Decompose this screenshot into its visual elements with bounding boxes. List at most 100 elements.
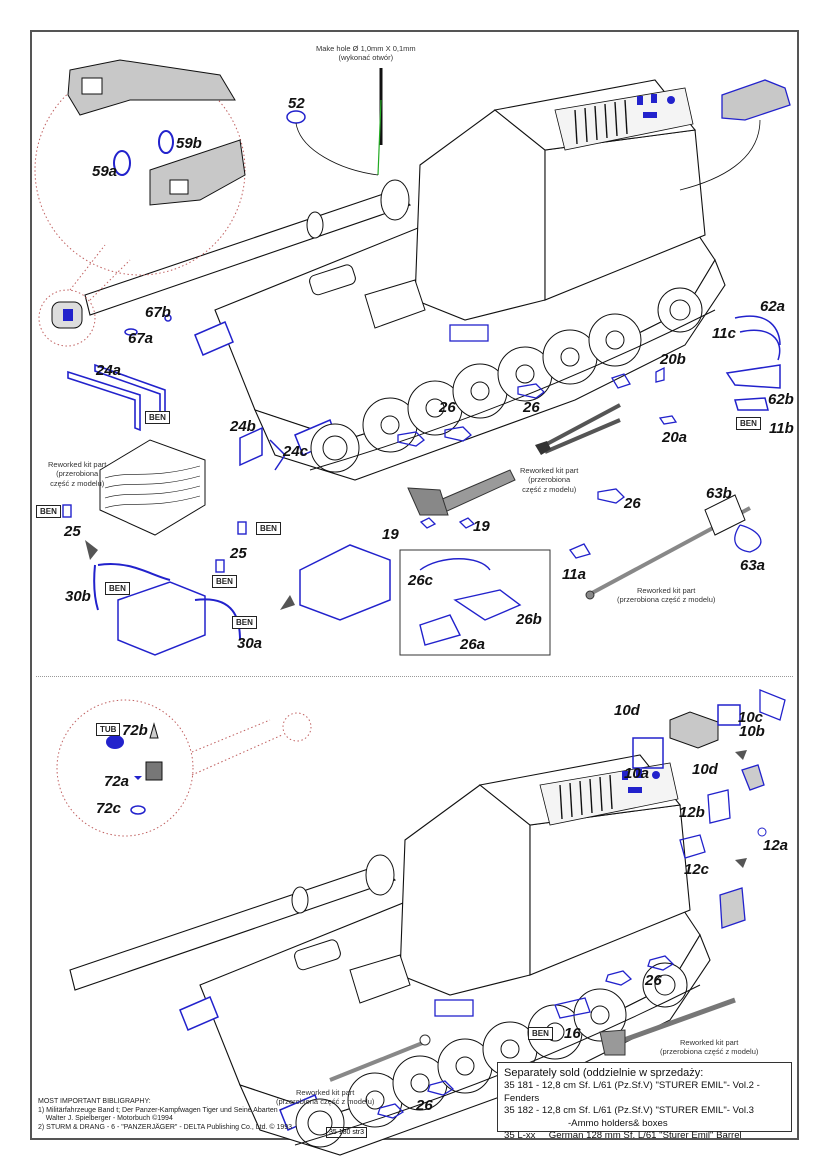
- material-tag-ben: BEN: [736, 417, 761, 430]
- part-label-67b: 67b: [145, 304, 171, 321]
- material-tag-ben: BEN: [528, 1027, 553, 1040]
- part-label-11b: 11b: [769, 420, 794, 437]
- sight-callout: [56, 699, 194, 837]
- part-label-24b: 24b: [230, 418, 256, 435]
- note-line: (przerobiona: [528, 475, 571, 485]
- material-tag-ben: BEN: [232, 616, 257, 629]
- part-label-16: 16: [564, 1025, 581, 1042]
- note-line: (przerobiona część z modelu): [617, 595, 716, 605]
- shovel-part: [585, 494, 762, 600]
- note-line: Reworked kit part: [48, 460, 107, 469]
- material-tag-ben: BEN: [145, 411, 170, 424]
- note-line: Reworked kit part: [296, 1088, 355, 1097]
- muzzle-brake-callout: [34, 64, 246, 276]
- ammo-box-assembled-2: [299, 544, 391, 621]
- part-label-25: 25: [64, 523, 81, 540]
- reworked-note-tow-bar: Reworked kit part (przerobiona część z m…: [276, 1088, 374, 1107]
- part-label-62a: 62a: [760, 298, 786, 315]
- part-label-30a: 30a: [237, 635, 263, 652]
- hole-guide-line: [377, 99, 382, 176]
- reworked-note-hammer: Reworked kit part (przerobiona część z m…: [520, 466, 578, 494]
- part-label-20b: 20b: [660, 351, 686, 368]
- page-id: 35 180 str3: [326, 1127, 368, 1138]
- note-line: Reworked kit part: [637, 586, 696, 595]
- part-label-11a: 11a: [562, 566, 586, 583]
- part-label-26b: 26b: [516, 611, 542, 628]
- note-line: Reworked kit part: [520, 466, 579, 475]
- part-label-26a: 26a: [460, 636, 486, 653]
- part-label-19: 19: [473, 518, 490, 535]
- part-label-63a: 63a: [740, 557, 766, 574]
- bibliography-heading: MOST IMPORTANT BIBLIGRAPHY:: [38, 1098, 151, 1105]
- fender-62: [725, 315, 781, 411]
- hole-note: Make hole Ø 1,0mm X 0,1mm (wykonać otwór…: [316, 44, 416, 63]
- sight-part: [106, 722, 163, 815]
- part-label-72b: 72b: [122, 722, 148, 739]
- part-label-19: 19: [382, 526, 399, 543]
- material-tag-tub: TUB: [96, 723, 121, 736]
- material-tag-ben: BEN: [105, 582, 130, 595]
- part-label-63b: 63b: [706, 485, 732, 502]
- part-label-52: 52: [288, 95, 305, 112]
- part-label-26: 26: [523, 399, 540, 416]
- part-label-26c: 26c: [408, 572, 434, 589]
- tarp-roll-part: [721, 79, 791, 121]
- axe-part: [554, 955, 736, 1056]
- bracket-24b: [239, 426, 263, 467]
- part-label-10c: 10c: [738, 709, 764, 726]
- part-label-10d: 10d: [614, 702, 640, 719]
- material-tag-ben: BEN: [212, 575, 237, 588]
- part-label-72c: 72c: [96, 800, 122, 817]
- reworked-note-shovel: Reworked kit part (przerobiona część z m…: [617, 586, 715, 605]
- part-label-26: 26: [645, 972, 662, 989]
- part-label-67a: 67a: [128, 330, 154, 347]
- part-label-24a: 24a: [96, 362, 122, 379]
- part-label-10d: 10d: [692, 761, 718, 778]
- part-label-26: 26: [439, 399, 456, 416]
- arrow-down-icon: [735, 750, 747, 760]
- sledgehammer-part: [407, 469, 516, 516]
- part-label-26: 26: [624, 495, 641, 512]
- section-divider: [36, 676, 793, 677]
- part-label-12b: 12b: [679, 804, 705, 821]
- part-label-10a: 10a: [624, 765, 650, 782]
- part-label-59a: 59a: [92, 163, 118, 180]
- part-label-24c: 24c: [283, 443, 309, 460]
- bibliography: MOST IMPORTANT BIBLIGRAPHY: 1) Militärfa…: [38, 1098, 292, 1132]
- part-label-62b: 62b: [768, 391, 794, 408]
- wire-cutter-part: [535, 403, 621, 455]
- part-label-59b: 59b: [176, 135, 202, 152]
- ring-59b: [158, 130, 174, 154]
- part-label-26: 26: [416, 1097, 433, 1114]
- ammo-holder-10: [632, 689, 786, 929]
- separately-sold-item: 35 L-xx German 128 mm Sf. L/61 "Sturer E…: [504, 1130, 742, 1141]
- separately-sold-item: 35 182 - 12,8 cm Sf. L/61 (Pz.Sf.V) "STU…: [504, 1105, 754, 1116]
- muzzle-brake-part: [67, 59, 246, 206]
- material-tag-ben: BEN: [36, 505, 61, 518]
- bibliography-line: 2) STURM & DRANG - 6 - "PANZERJÄGER" - D…: [38, 1123, 293, 1131]
- bibliography-line: 1) Militärfahrzeuge Band t; Der Panzer-K…: [38, 1106, 282, 1114]
- separately-sold-heading: Separately sold (oddzielnie w sprzedaży:: [504, 1067, 704, 1079]
- arrow-down-icon: [85, 540, 98, 560]
- reworked-note-axe: Reworked kit part (przerobiona część z m…: [660, 1038, 758, 1057]
- material-tag-ben: BEN: [256, 522, 281, 535]
- note-line: część z modelu): [522, 484, 577, 494]
- bibliography-line: Walter J. Spielberger - Motorbuch ©1994: [38, 1115, 173, 1123]
- part-label-72a: 72a: [104, 773, 130, 790]
- part-label-12a: 12a: [763, 837, 789, 854]
- arrow-right-up-icon: [280, 595, 295, 610]
- tow-bar-part: [329, 1034, 455, 1119]
- ring-59a: [113, 150, 131, 176]
- muzzle-callout-small: [38, 289, 96, 347]
- note-line: Reworked kit part: [680, 1038, 739, 1047]
- separately-sold-item: -Ammo holders& boxes: [504, 1117, 668, 1129]
- separately-sold-item: 35 181 - 12,8 cm Sf. L/61 (Pz.Sf.V) "STU…: [504, 1080, 760, 1104]
- part-label-30b: 30b: [65, 588, 91, 605]
- part-label-25: 25: [230, 545, 247, 562]
- part-52: [286, 110, 306, 124]
- ammo-box-wood: [99, 439, 206, 536]
- hole-note-line1: Make hole Ø 1,0mm X 0,1mm: [316, 44, 416, 53]
- ammo-box-assembled-1: [93, 563, 241, 656]
- part-label-11c: 11c: [712, 325, 736, 342]
